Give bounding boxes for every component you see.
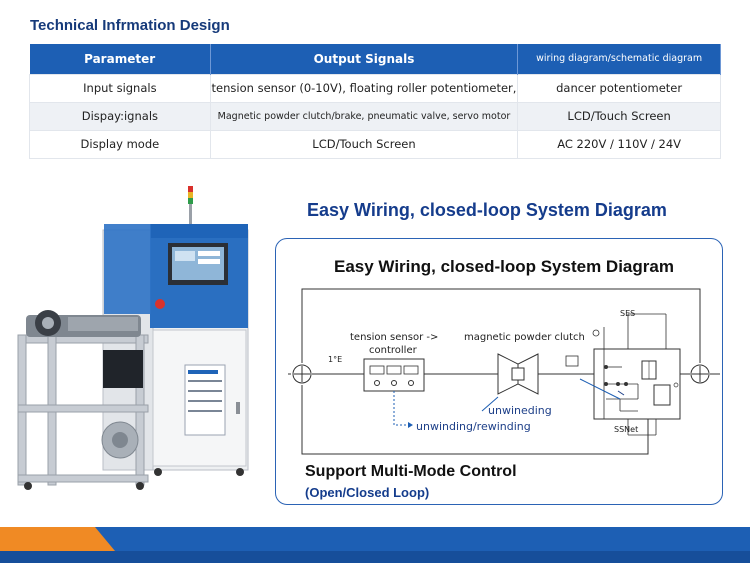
diagram-title: Easy Wiring, closed-loop System Diagram — [334, 257, 674, 276]
mode-subtitle: (Open/Closed Loop) — [305, 485, 430, 500]
closed-loop-diagram — [288, 288, 720, 455]
summing-junction-right — [690, 364, 710, 384]
unwinding-rewinding-label: unwinding/rewinding — [416, 420, 531, 433]
tension-control-machine-illustration — [17, 186, 249, 490]
summing-junction-left — [292, 364, 312, 384]
table-cell: AC 220V / 110V / 24V — [517, 129, 721, 159]
table-cell: Magnetic powder clutch/brake, pneumatic … — [209, 101, 519, 131]
controller-label: controller — [369, 345, 417, 356]
magnetic-powder-clutch-symbol — [497, 353, 539, 395]
table-cell: LCD/Touch Screen — [209, 129, 519, 159]
table-row: Input signals tension sensor (0-10V), fl… — [29, 73, 721, 103]
page-title: Technical Infrmation Design — [30, 17, 230, 34]
table-cell: tension sensor (0-10V), floating roller … — [209, 73, 519, 103]
unwinding-arrow — [393, 378, 621, 428]
mode-title: Support Multi-Mode Control — [305, 463, 517, 480]
section-headline: Easy Wiring, closed-loop System Diagram — [307, 200, 667, 220]
table-cell: dancer potentiometer — [517, 73, 721, 103]
block-top-label: SES — [620, 309, 636, 318]
block-bottom-label: SSNet — [614, 425, 639, 434]
table-row: Display mode LCD/Touch Screen AC 220V / … — [29, 129, 721, 159]
table-cell: Display mode — [29, 129, 211, 159]
table-cell: LCD/Touch Screen — [517, 101, 721, 131]
footer-decoration-bar — [0, 521, 750, 563]
drive-unit-block — [592, 313, 681, 436]
table-cell: Input signals — [29, 73, 211, 103]
clutch-label: magnetic powder clutch — [464, 332, 585, 343]
spec-table: Parameter Output Signals wiring diagram/… — [29, 44, 721, 159]
system-diagram-panel: Easy Wiring, closed-loop System Diagram … — [275, 238, 723, 505]
table-cell: Dispay:ignals — [29, 101, 211, 131]
signal-left-label: 1°E — [328, 355, 343, 364]
table-header-row: Parameter Output Signals wiring diagram/… — [29, 44, 721, 74]
col-header-output-signals: Output Signals — [210, 44, 519, 74]
col-header-wiring-diagram: wiring diagram/schematic diagram — [517, 44, 721, 74]
table-row: Dispay:ignals Magnetic powder clutch/bra… — [29, 101, 721, 131]
col-header-parameter: Parameter — [29, 44, 211, 74]
unwinding-label: unwineding — [488, 404, 552, 417]
sensor-label: tension sensor -> — [350, 332, 439, 343]
